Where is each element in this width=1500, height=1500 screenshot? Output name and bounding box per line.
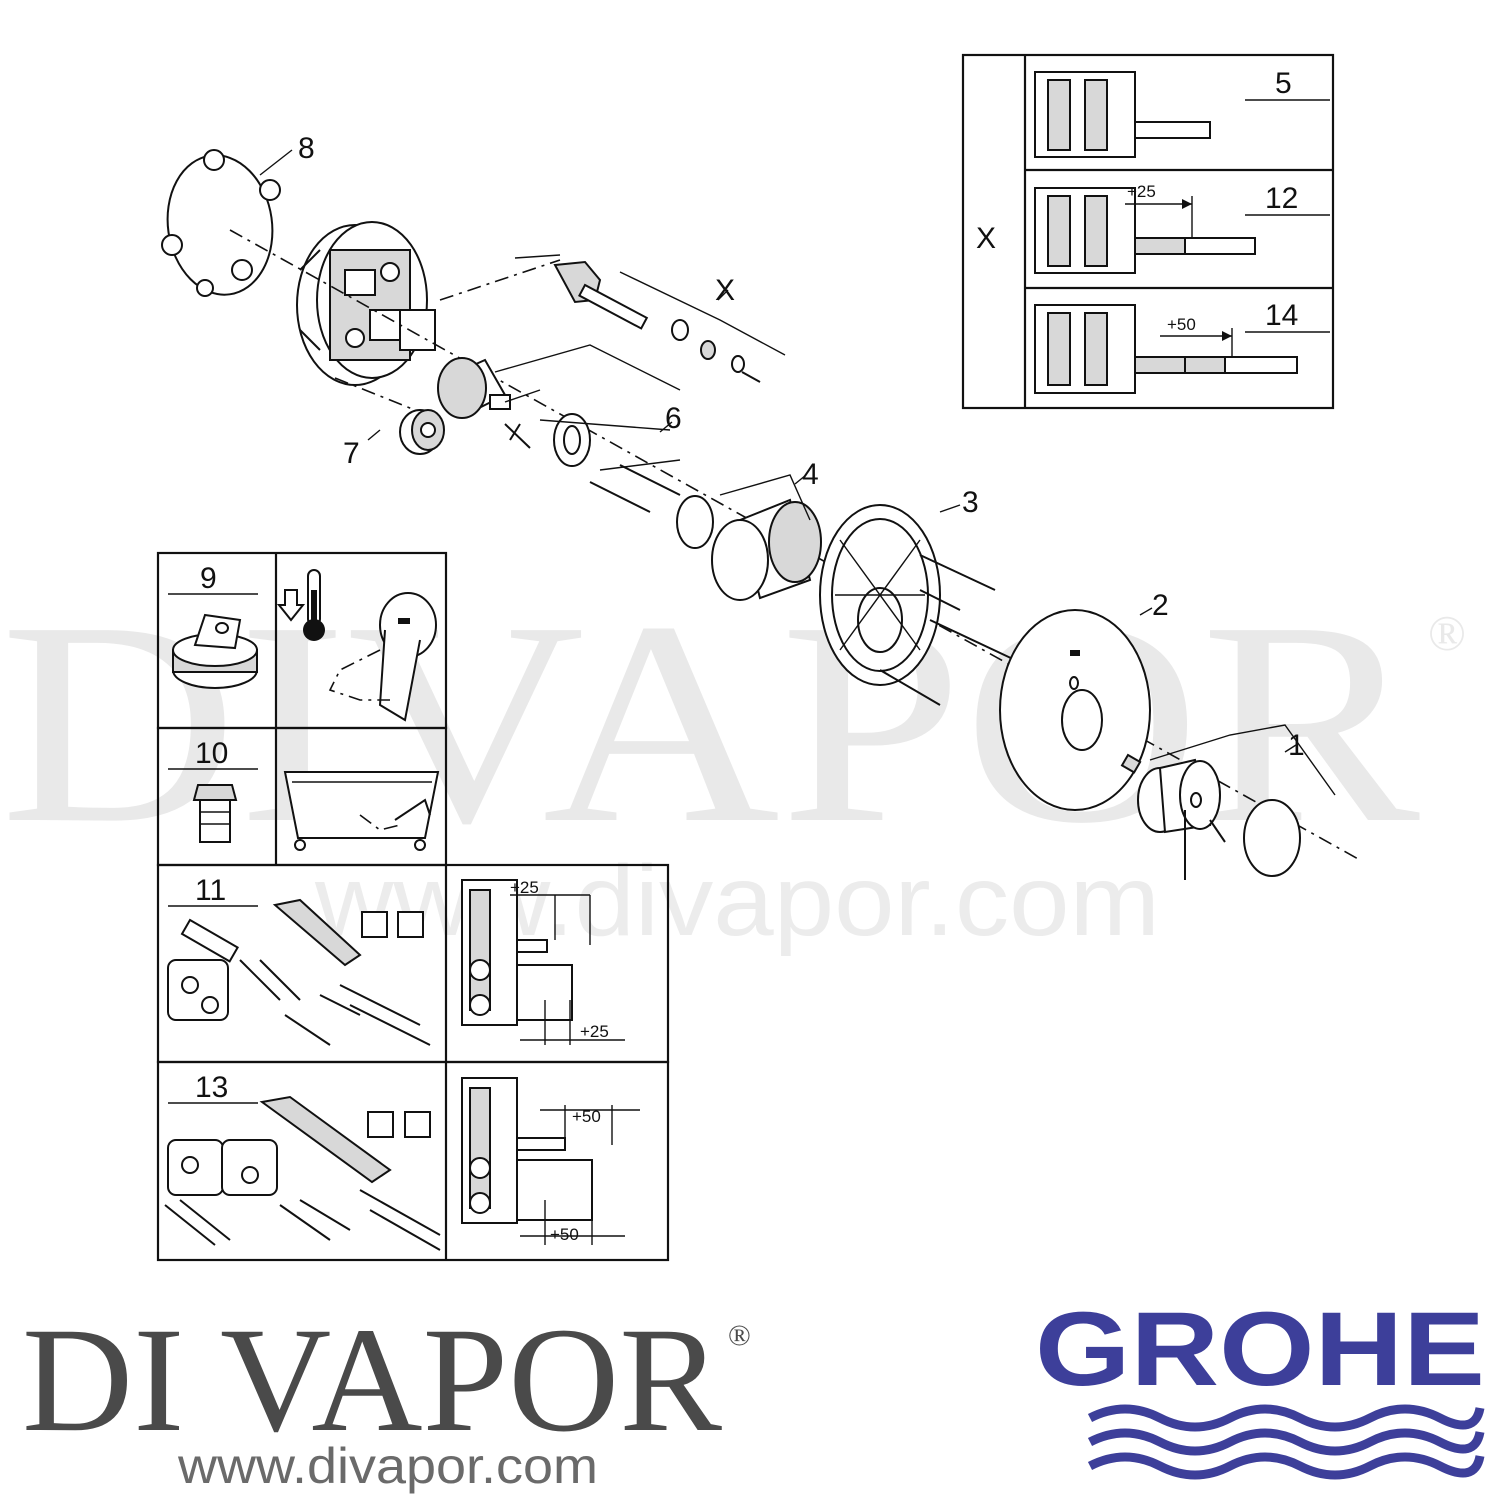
accessory-13-dim-top: +50: [572, 1107, 601, 1126]
valve-body: [296, 221, 436, 386]
label-part-2: 2: [1152, 589, 1169, 622]
label-part-8: 8: [298, 132, 315, 165]
thermometer-icon: [276, 569, 325, 641]
part-1-handle: [1120, 724, 1336, 880]
accessory-11: 11 +25: [167, 874, 625, 1046]
variant-table: X 5 +25 12: [961, 53, 1335, 410]
watermark: DIVAPOR ® www.divapor.com: [0, 562, 1466, 957]
accessory-13-dim-bottom: +50: [550, 1225, 579, 1244]
variant-extension-14: +50: [1167, 315, 1196, 334]
grohe-logo: GROHE: [1035, 1291, 1485, 1480]
accessory-9: 9: [168, 562, 258, 689]
variant-row-14: +50 14: [1034, 299, 1330, 394]
variant-label-14: 14: [1265, 299, 1298, 332]
divapor-logo: DI VAPOR ® www.divapor.com: [22, 1297, 751, 1494]
watermark-url: www.divapor.com: [314, 845, 1160, 957]
part-2-escutcheon: [999, 607, 1153, 811]
label-part-7: 7: [343, 437, 360, 470]
accessory-label-9: 9: [200, 562, 217, 595]
label-part-1: 1: [1288, 729, 1305, 762]
o-ring: [676, 495, 714, 549]
thermostat-cartridge: [437, 344, 681, 449]
grohe-logo-text: GROHE: [1035, 1291, 1485, 1408]
accessory-11-dim-bottom: +25: [580, 1022, 609, 1041]
variant-row-5: 5: [1034, 67, 1330, 158]
divapor-logo-registered: ®: [728, 1319, 751, 1352]
part-8-seal-ring: [161, 149, 293, 297]
accessory-label-11: 11: [195, 874, 226, 907]
accessory-11-dim-top: +25: [510, 878, 539, 897]
label-part-6: 6: [665, 402, 682, 435]
part-x-diverter-spindle: [514, 254, 786, 383]
accessory-13: 13 +50: [164, 1071, 640, 1251]
label-part-x: X: [715, 274, 735, 307]
bathtub-icon: [283, 771, 440, 851]
divapor-logo-url: www.divapor.com: [177, 1438, 598, 1494]
accessory-label-13: 13: [195, 1071, 228, 1104]
variant-label-5: 5: [1275, 67, 1292, 100]
variant-label-12: 12: [1265, 182, 1298, 215]
label-part-3: 3: [962, 486, 979, 519]
part-6-fixing-set: [539, 413, 681, 513]
part-7-nut: [367, 409, 445, 455]
watermark-registered: ®: [1428, 605, 1466, 661]
accessory-grid: 9 10: [156, 551, 670, 1262]
label-part-4: 4: [802, 458, 819, 491]
accessory-10: 10: [168, 737, 258, 843]
grohe-waves-icon: [1087, 1404, 1485, 1480]
accessory-label-10: 10: [195, 737, 228, 770]
part-4-sleeve: [711, 474, 822, 601]
variant-extension-12: +25: [1127, 182, 1156, 201]
variant-table-header: X: [976, 222, 996, 255]
lever-position-icon: [328, 592, 437, 722]
variant-row-12: +25 12: [1034, 182, 1330, 274]
part-3-mounting-plate: [819, 504, 1016, 706]
divapor-logo-text: DI VAPOR: [22, 1297, 722, 1463]
